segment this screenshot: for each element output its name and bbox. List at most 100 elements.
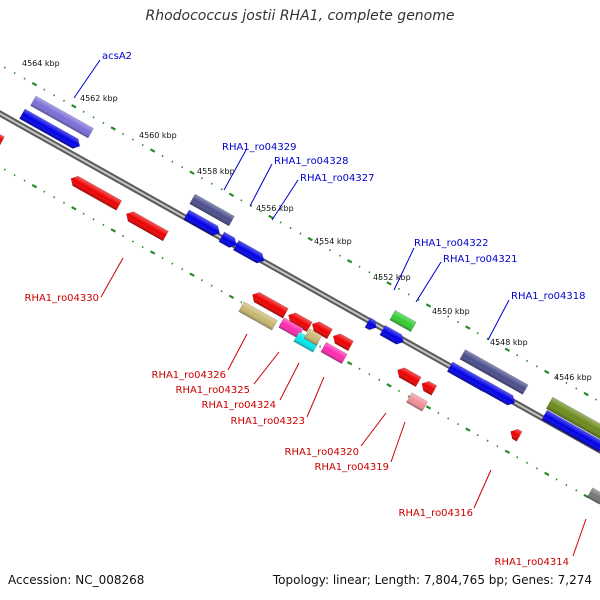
ro04330-gene-shading xyxy=(71,176,122,211)
ruler-label-4552-kbp: 4552 kbp xyxy=(373,273,411,282)
ro04324-overlap xyxy=(303,328,323,346)
ro04314-feature xyxy=(586,487,600,505)
ruler-minor-tick xyxy=(220,188,223,191)
ruler-minor-tick xyxy=(200,279,203,282)
gene-label-rha1-ro04325-leader xyxy=(253,351,280,385)
gene-label-rha1-ro04320: RHA1_ro04320 xyxy=(285,447,360,458)
olive-feature xyxy=(545,396,600,444)
ro04323-cds-shading xyxy=(320,342,348,364)
ruler-minor-tick xyxy=(3,168,6,171)
ruler-major-tick xyxy=(504,347,511,352)
ruler-minor-tick xyxy=(131,138,134,141)
edge-cds-shading xyxy=(541,410,600,452)
ruler-minor-tick xyxy=(486,439,489,442)
ruler-minor-tick xyxy=(131,240,134,243)
ruler-minor-tick xyxy=(328,249,332,252)
ro04324-cds-shading xyxy=(293,331,319,353)
ruler-minor-tick xyxy=(122,132,125,136)
ruler-minor-tick xyxy=(102,223,105,226)
gene-label-rha1-ro04328: RHA1_ro04328 xyxy=(274,156,349,167)
ruler-minor-tick xyxy=(555,478,558,481)
ruler-minor-tick xyxy=(535,365,538,368)
ruler-minor-tick xyxy=(397,287,400,291)
ro04319-gene-shading xyxy=(421,381,437,396)
ro04319-gene xyxy=(421,380,438,396)
gene-label-rha1-ro04327: RHA1_ro04327 xyxy=(300,173,375,184)
gene-label-rha1-ro04329: RHA1_ro04329 xyxy=(222,142,297,153)
ruler-minor-tick xyxy=(447,315,450,318)
gene-label-rha1-ro04322: RHA1_ro04322 xyxy=(414,238,489,249)
ro04327-cds-shading xyxy=(233,240,264,264)
gene-label-rha1-ro04330: RHA1_ro04330 xyxy=(25,293,100,304)
ruler-minor-tick xyxy=(171,160,174,163)
ruler-label-4550-kbp: 4550 kbp xyxy=(432,307,470,316)
ruler-major-tick xyxy=(189,272,195,277)
gene-label-rha1-ro04320-leader xyxy=(360,412,387,447)
edge-gene-left-shading xyxy=(0,133,5,145)
ro04329-cds xyxy=(183,209,220,236)
ruler-minor-tick xyxy=(299,232,302,235)
ruler-major-tick xyxy=(110,126,116,131)
accession-text: Accession: NC_008268 xyxy=(8,573,145,587)
gene-label-rha1-ro04314-leader xyxy=(572,518,587,557)
ruler-minor-tick xyxy=(594,398,598,401)
ro04318-cds-b-shading xyxy=(480,380,515,406)
ruler-minor-tick xyxy=(319,243,322,246)
ruler-minor-tick xyxy=(92,116,95,119)
ruler-minor-tick xyxy=(210,284,213,287)
gene-label-rha1-ro04324-leader xyxy=(279,362,300,401)
ruler-major-tick xyxy=(465,325,471,330)
ruler-minor-tick xyxy=(378,276,381,279)
ruler-minor-tick xyxy=(122,234,125,238)
ruler-minor-tick xyxy=(259,210,263,213)
ro04325-gene xyxy=(288,312,313,333)
ruler-minor-tick xyxy=(437,411,440,415)
ruler-minor-tick xyxy=(368,373,371,376)
ruler-minor-tick xyxy=(378,378,381,381)
ruler-minor-tick xyxy=(53,94,56,97)
ruler-minor-tick xyxy=(496,343,499,346)
ruler-major-tick xyxy=(71,104,77,109)
ruler-major-tick xyxy=(189,170,195,175)
ruler-minor-tick xyxy=(279,221,282,224)
map-title: Rhodococcus jostii RHA1, complete genome xyxy=(145,8,455,24)
gene-label-rha1-ro04322-leader xyxy=(393,247,415,291)
gene-label-rha1-ro04330-leader xyxy=(100,257,124,298)
ruler-minor-tick xyxy=(368,271,371,274)
ro04323-gene-shading xyxy=(333,333,354,351)
ro04319-cds-shading xyxy=(406,392,428,412)
ro04322-cds-shading xyxy=(364,317,377,330)
ruler-minor-tick xyxy=(102,121,105,124)
ruler-minor-tick xyxy=(447,417,450,420)
ruler-minor-tick xyxy=(181,268,184,271)
gene-label-acsa2-leader xyxy=(73,59,101,99)
ro04328-cds-shading xyxy=(218,232,237,248)
ro04320-gene xyxy=(397,367,422,388)
ruler-minor-tick xyxy=(171,262,174,265)
ruler-minor-tick xyxy=(525,359,529,362)
gene-label-rha1-ro04318: RHA1_ro04318 xyxy=(511,291,586,302)
ruler-minor-tick xyxy=(417,298,420,302)
ruler-minor-tick xyxy=(181,166,184,169)
label-layer: acsA2RHA1_ro04329RHA1_ro04328RHA1_ro0432… xyxy=(25,51,587,568)
ro04319-cds xyxy=(406,392,428,412)
ruler-minor-tick xyxy=(23,179,26,182)
ruler-minor-tick xyxy=(457,320,460,324)
acsa2-top-feature xyxy=(30,95,94,139)
ruler-minor-tick xyxy=(3,66,6,69)
genome-summary-text: Topology: linear; Length: 7,804,765 bp; … xyxy=(272,573,592,587)
gene-label-rha1-ro04318-leader xyxy=(487,299,510,341)
ruler-major-tick xyxy=(425,405,432,410)
ro04329-feature-shading xyxy=(189,194,235,226)
ro04327-cds xyxy=(232,239,265,264)
ruler-minor-tick xyxy=(407,293,410,296)
ruler-minor-tick xyxy=(43,88,46,91)
ro04330-cds xyxy=(126,211,169,242)
ruler-major-tick xyxy=(386,383,392,388)
gene-label-rha1-ro04328-leader xyxy=(249,163,273,207)
ruler-major-tick xyxy=(583,391,589,397)
ruler-major-tick xyxy=(386,281,392,286)
gene-label-rha1-ro04316: RHA1_ro04316 xyxy=(399,508,474,519)
gene-label-rha1-ro04323-leader xyxy=(306,376,325,418)
